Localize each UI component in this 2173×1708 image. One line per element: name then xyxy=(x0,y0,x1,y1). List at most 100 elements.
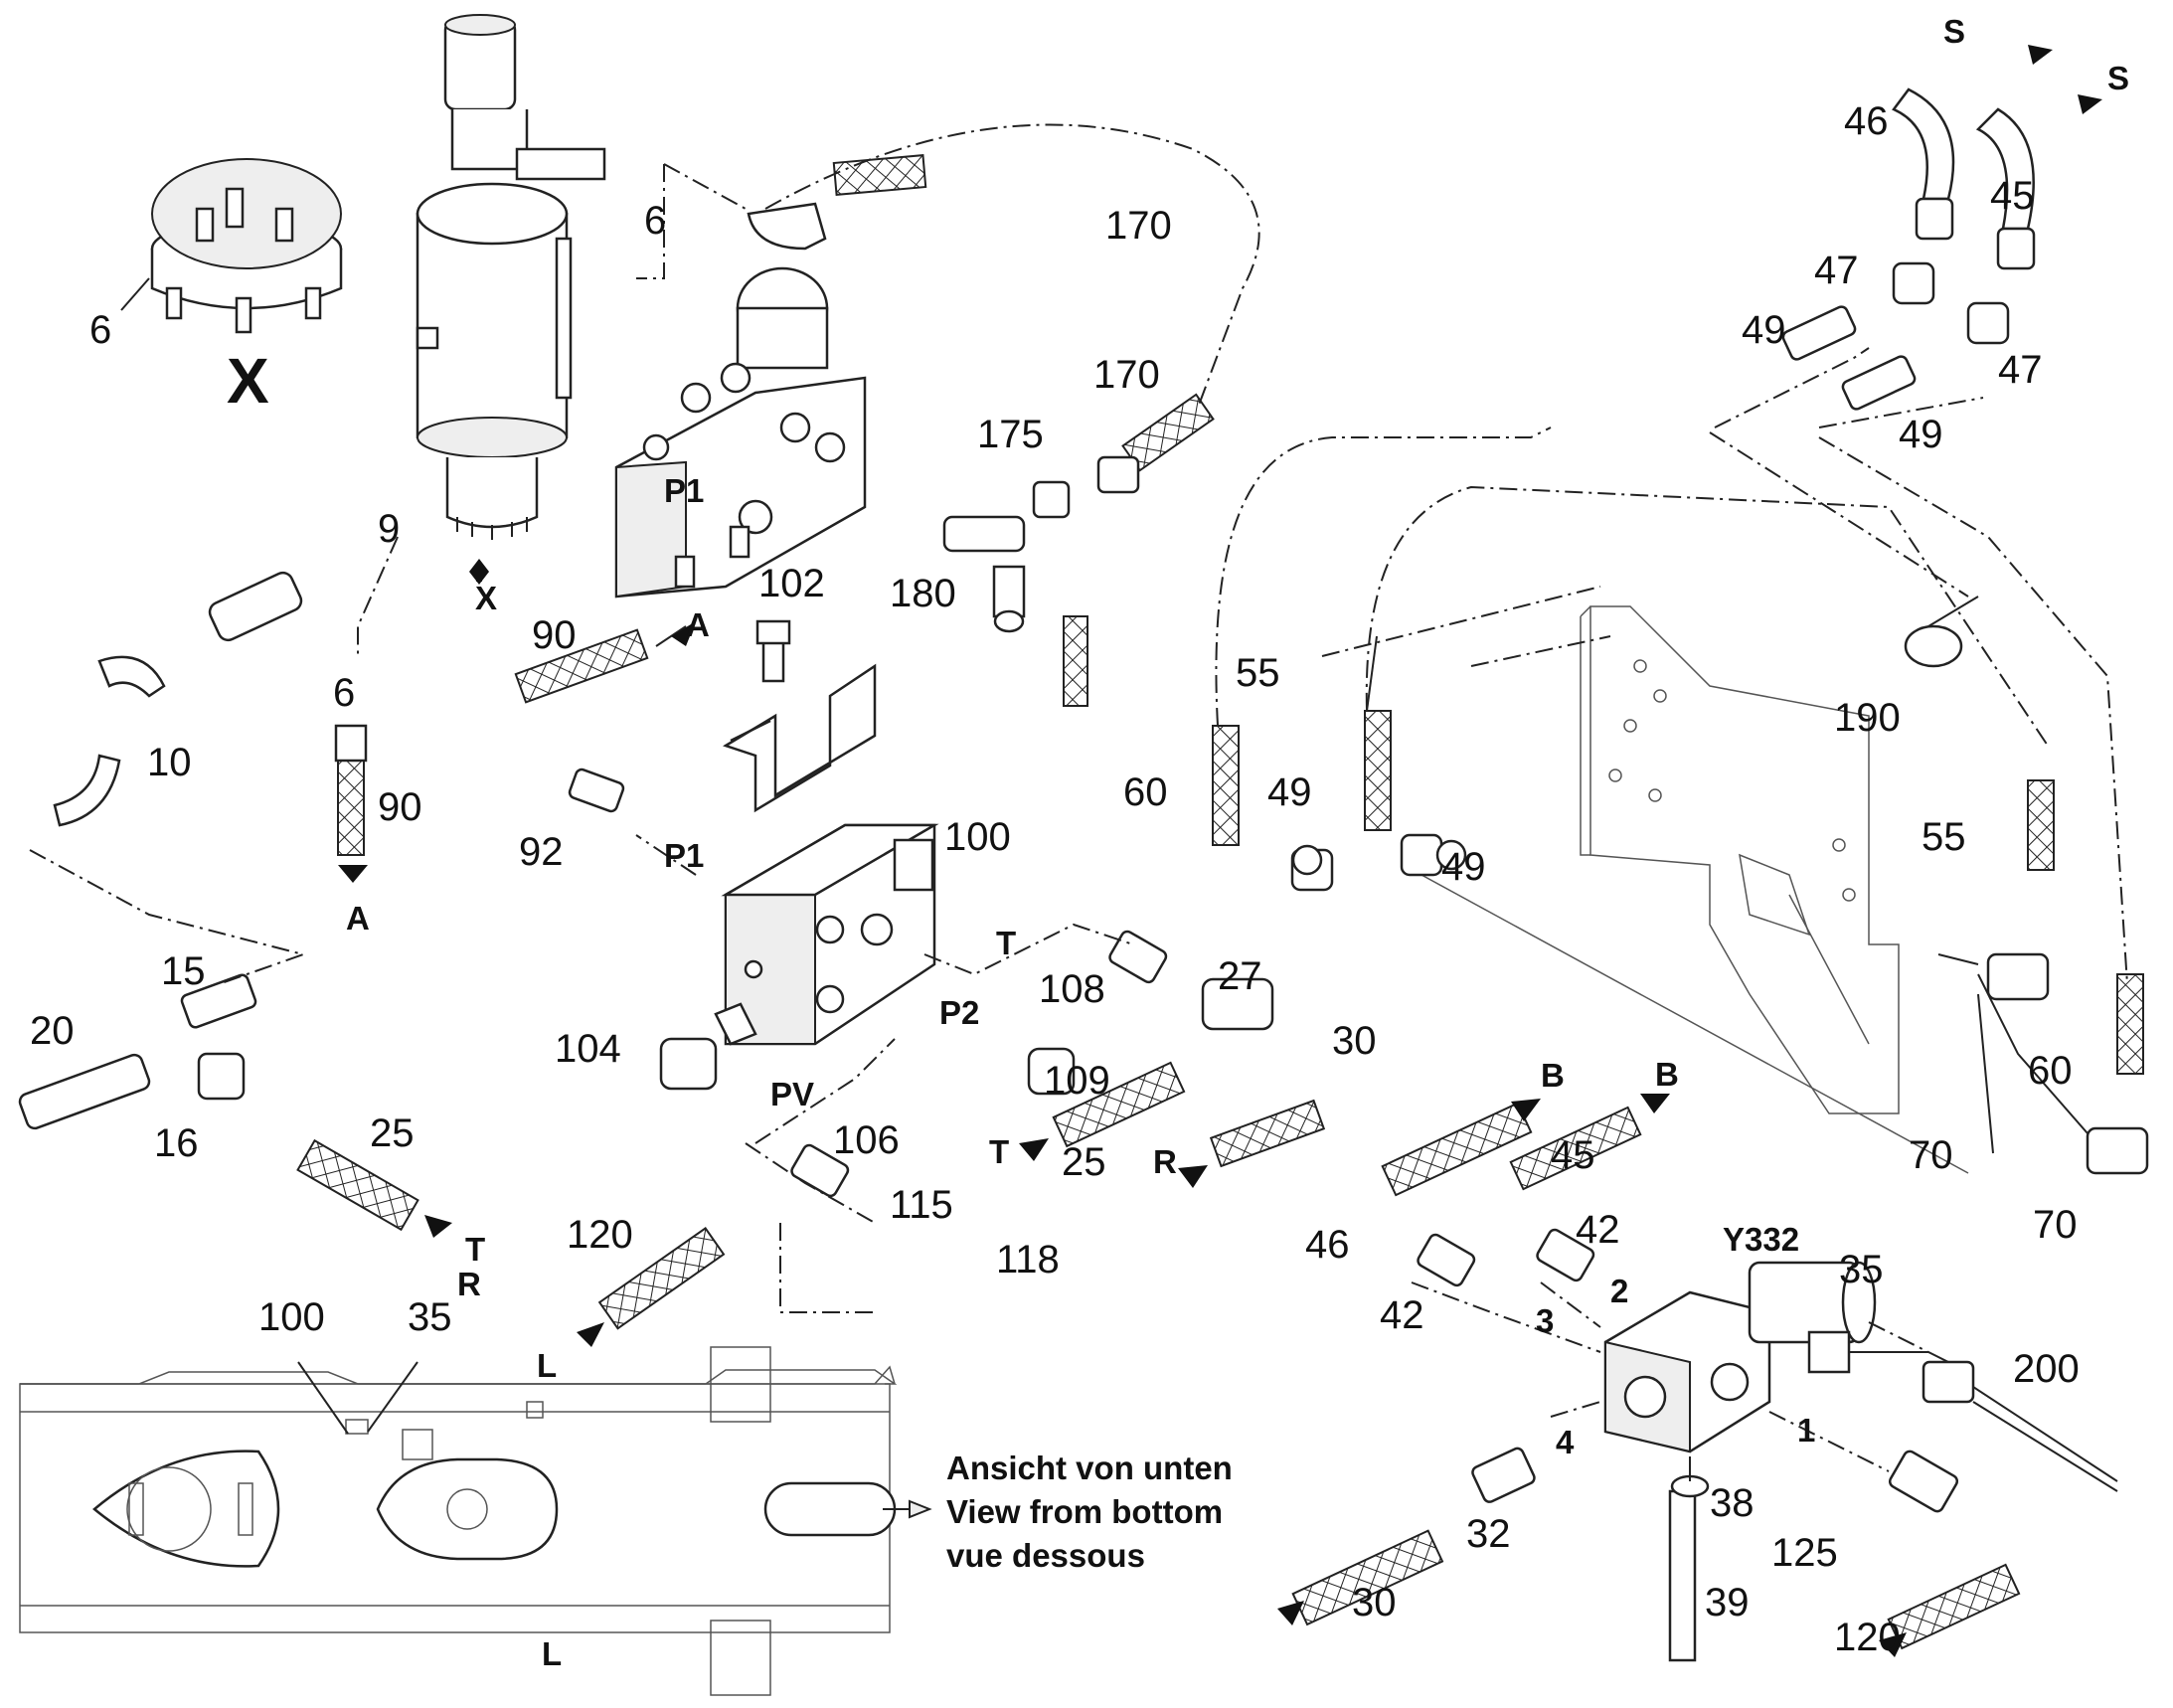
part-number-label: 25 xyxy=(1062,1140,1106,1184)
port-letter-label: B xyxy=(1655,1056,1679,1093)
part-number-label: 60 xyxy=(1123,770,1168,814)
part-number-label: 49 xyxy=(1441,845,1486,889)
part-number-label: 170 xyxy=(1093,353,1160,397)
part-number-label: 200 xyxy=(2013,1347,2080,1391)
part-number-label: 47 xyxy=(1814,249,1859,292)
part-number-label: 102 xyxy=(758,562,825,605)
port-letter-label: T xyxy=(989,1133,1009,1170)
port-number-label: 1 xyxy=(1797,1412,1815,1449)
port-number-label: 3 xyxy=(1536,1302,1554,1339)
hoses xyxy=(296,154,2144,1650)
part-number-label: 27 xyxy=(1218,954,1262,998)
part-number-label: 45 xyxy=(1990,174,2035,218)
view-note-line: View from bottom xyxy=(946,1493,1223,1530)
part-number-label: 104 xyxy=(555,1027,621,1071)
port-letter-label: S xyxy=(2107,60,2129,96)
part-number-label: 118 xyxy=(996,1238,1060,1281)
part-number-label: 109 xyxy=(1044,1059,1110,1103)
part-number-label: 42 xyxy=(1380,1293,1424,1337)
part-number-label: 90 xyxy=(378,785,422,829)
part-number-label: 100 xyxy=(258,1295,325,1339)
part-number-label: 175 xyxy=(977,413,1044,456)
port-letter-label: A xyxy=(346,900,370,937)
drawing-geometry xyxy=(18,14,2149,1696)
part-number-label: 9 xyxy=(378,507,400,551)
part-number-label: 120 xyxy=(1834,1616,1901,1659)
part-number-label: 16 xyxy=(154,1121,199,1165)
port-letter-label: P1 xyxy=(664,837,704,874)
port-letter-label: PV xyxy=(770,1076,814,1112)
part-number-label: 100 xyxy=(944,815,1011,859)
part-number-label: 35 xyxy=(408,1295,452,1339)
part-number-label: 42 xyxy=(1576,1208,1620,1252)
part-number-label: 20 xyxy=(30,1009,75,1053)
port-letter-label: R xyxy=(457,1266,481,1302)
port-letter-label: P2 xyxy=(939,994,979,1031)
part-number-label: 90 xyxy=(532,613,577,657)
port-letter-label: T xyxy=(465,1231,485,1268)
part-number-label: 106 xyxy=(833,1118,900,1162)
part-number-label: 47 xyxy=(1998,348,2043,392)
part-number-label: 6 xyxy=(644,199,666,243)
port-letter-label: T xyxy=(996,925,1016,961)
part-number-label: 46 xyxy=(1844,99,1889,143)
part-number-label: 38 xyxy=(1710,1481,1755,1525)
port-letter-label: S xyxy=(1943,13,1965,50)
part-number-label: 70 xyxy=(1909,1133,1953,1177)
part-number-label: 6 xyxy=(333,671,355,715)
part-number-label: 25 xyxy=(370,1111,415,1155)
part-number-label: 60 xyxy=(2028,1049,2073,1093)
port-letter-label: R xyxy=(1153,1143,1177,1180)
view-note-line: Ansicht von unten xyxy=(946,1450,1233,1486)
part-number-label: 49 xyxy=(1267,770,1312,814)
part-number-label: 10 xyxy=(147,741,192,784)
part-number-label: 30 xyxy=(1352,1581,1397,1624)
part-number-label: 49 xyxy=(1899,413,1943,456)
part-number-label: 55 xyxy=(1922,815,1966,859)
part-number-label: 55 xyxy=(1236,651,1280,695)
part-number-label: 120 xyxy=(567,1213,633,1257)
port-letter-label: B xyxy=(1541,1057,1565,1094)
part-number-label: 6 xyxy=(89,308,111,352)
part-number-label: 45 xyxy=(1551,1133,1595,1177)
part-number-label: 46 xyxy=(1305,1223,1350,1267)
part-number-label: 115 xyxy=(890,1183,953,1227)
label-layer: 6669101516202525273030323535383942424545… xyxy=(30,13,2129,1672)
view-note-line: vue dessous xyxy=(946,1537,1145,1574)
part-number-label: 15 xyxy=(161,949,206,993)
part-number-label: 32 xyxy=(1466,1512,1511,1556)
chassis-bottom-view xyxy=(19,1346,932,1696)
bracket-102 xyxy=(723,619,877,813)
port-letter-label: A xyxy=(686,606,710,643)
part-number-label: 39 xyxy=(1705,1581,1750,1624)
part-number-label: 35 xyxy=(1839,1248,1884,1291)
view-x-label: X xyxy=(227,345,269,417)
view-x-manifold xyxy=(120,158,343,334)
port-letter-label: X xyxy=(475,580,497,616)
port-number-label: 4 xyxy=(1556,1424,1575,1460)
part-number-label: 30 xyxy=(1332,1019,1377,1063)
part-number-label: 108 xyxy=(1039,967,1105,1011)
port-letter-label: P1 xyxy=(664,472,704,509)
component-label: Y332 xyxy=(1723,1221,1799,1258)
part-number-label: 190 xyxy=(1834,696,1901,740)
mounting-plate xyxy=(1421,596,1979,1174)
part-number-label: 49 xyxy=(1742,308,1786,352)
port-number-label: 2 xyxy=(1610,1273,1628,1309)
flow-arrows xyxy=(338,45,2102,1657)
part-number-label: 170 xyxy=(1105,204,1172,248)
pump-accumulator-unit xyxy=(416,14,606,540)
fittings xyxy=(18,87,2149,1662)
main-block-100 xyxy=(714,823,939,1046)
valve-y332 xyxy=(1603,1261,2118,1492)
valve-block-assembly xyxy=(614,266,867,598)
part-number-label: 70 xyxy=(2033,1203,2078,1247)
part-number-label: 92 xyxy=(519,830,564,874)
part-number-label: 125 xyxy=(1771,1531,1838,1575)
port-letter-label: L xyxy=(542,1635,562,1672)
leaders xyxy=(29,123,2128,1481)
part-number-label: 180 xyxy=(890,572,956,615)
port-letter-label: L xyxy=(537,1347,557,1384)
